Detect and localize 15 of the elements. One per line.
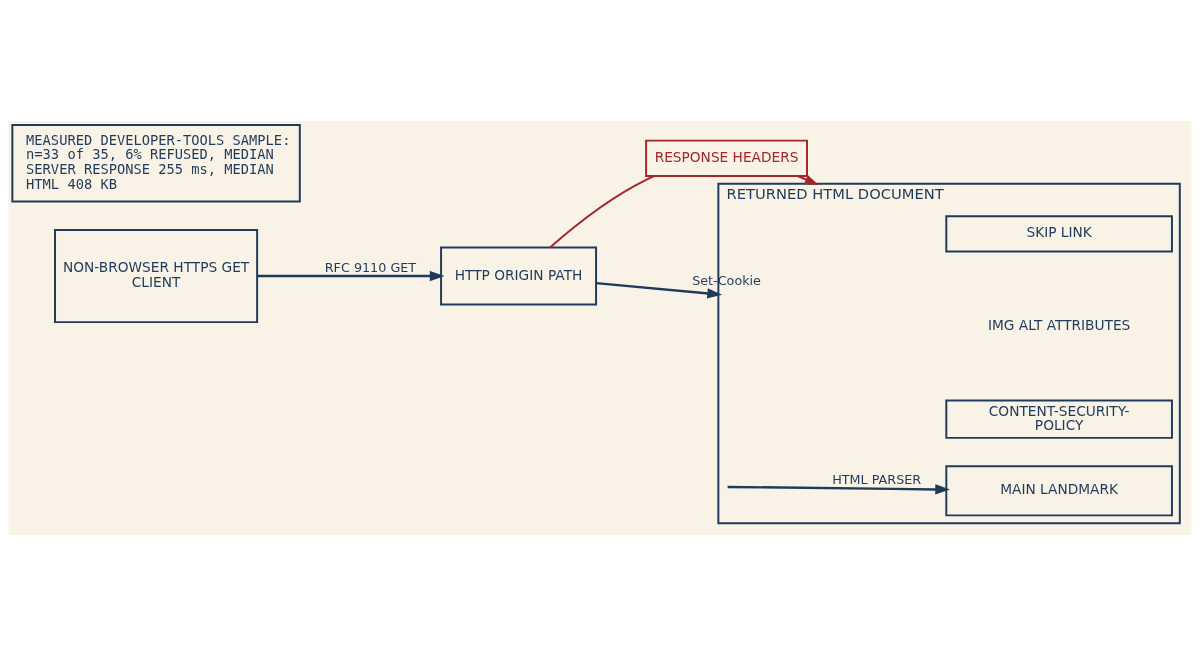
arrow [796,174,819,185]
node-box: CONTENT-SECURITY-POLICY [945,399,1173,439]
edge-label: RFC 9110 GET [324,259,417,275]
node-box: MAIN LANDMARK [945,464,1173,516]
node-box: SKIP LINK [945,214,1173,252]
arrow [727,483,950,495]
node-box: RESPONSE HEADERS [645,139,808,177]
node-box: HTTP ORIGIN PATH [440,246,598,305]
connector [549,174,656,248]
node-text: IMG ALT ATTRIBUTES [987,316,1131,333]
edge-label: HTML PARSER [832,471,922,487]
arrow [596,281,723,299]
node-box: NON-BROWSER HTTPS GET CLIENT [54,228,259,323]
node-box: MEASURED DEVELOPER-TOOLS SAMPLE: n=33 of 35, 6% REFUSED, MEDIAN SERVER RESPONSE 255 ms, MEDIAN HTML 408 KB [11,123,301,202]
arrow [257,270,445,281]
